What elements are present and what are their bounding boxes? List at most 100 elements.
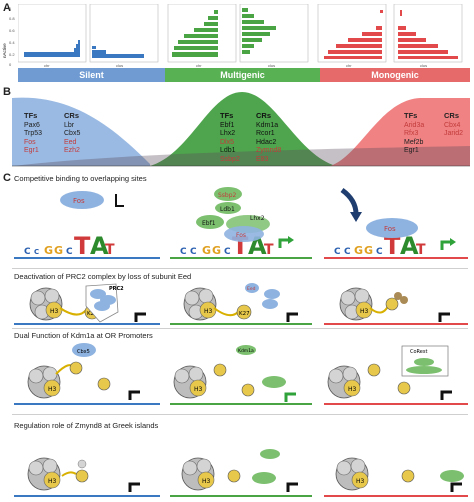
ebf1-label: Ebf1 [202,220,216,227]
fos-label-2: Fos [236,232,246,239]
rcor1-protein [414,358,434,366]
down-arrowhead-3 [350,212,362,222]
section-title-competitive-binding: Competitive binding to overlapping sites [14,174,147,183]
svg-text:CoRest: CoRest [410,349,427,355]
motif-logo-1: C C G G C T A T [24,232,115,260]
cr-item: Rcor1 [256,130,275,138]
cr-item: Ezh2 [64,147,80,155]
svg-text:Kdm1a: Kdm1a [238,348,254,354]
kdm5a-protein [260,449,280,459]
svg-text:C: C [190,247,197,257]
svg-text:G: G [44,244,53,257]
silent-tf-list: TFs Pax6 Trp53 Fos Egr1 [24,111,43,156]
lhx2-label: Lhx2 [250,215,265,222]
svg-text:K27: K27 [239,311,250,317]
svg-text:Cbx5: Cbx5 [77,349,90,355]
svg-text:G: G [202,244,211,257]
section-title-kdm1a: Dual Function of Kdm1a at OR Promoters [14,331,153,340]
curve-silent [12,97,150,166]
mono-tf-list: TFs Arid3a Rfx3 Mef2b Egr1 [404,111,425,156]
k9-residue-2 [213,363,227,377]
x-label-mono-chr: chr [346,63,352,68]
section-separator [12,268,468,269]
svg-text:H3: H3 [48,386,57,393]
k4-residue-3 [397,381,411,395]
y-tick: 0 [9,62,12,67]
x-label-silent-chr: chr [44,63,50,68]
kdm6a-protein [262,376,286,388]
svg-text:T: T [74,232,91,260]
hist-bars-mono-chr [324,10,383,59]
promoter-arrowhead-3 [450,238,456,246]
curve-background [12,146,470,166]
svg-text:G: G [364,244,373,257]
svg-text:A: A [90,232,109,260]
section-separator [12,328,468,329]
k4-residue-2 [241,383,255,397]
zmynd8-protein-2 [440,470,464,482]
tf-item: Arid3a [404,121,425,129]
cr-item: Lbr [64,121,75,129]
prc2-label: PRC2 [109,286,124,292]
svg-text:H3: H3 [348,386,357,393]
x-label-multi-chr: chr [196,63,202,68]
cr-header: CRs [64,111,80,120]
svg-text:A: A [400,232,419,260]
y-tick: 0.6 [9,28,15,33]
y-tick: 0.2 [9,52,15,57]
nucleosome-s4-3: H3 [335,457,369,491]
y-tick: 0.4 [9,40,15,45]
tf-item: Trp53 [24,130,43,138]
down-arrow-3 [340,187,359,215]
section-title-zmynd8: Regulation role of Zmynd8 at Greek islan… [14,421,159,430]
fos-protein-2 [224,226,264,242]
cr-item: Zymnd8 [256,147,282,155]
nucleosome-1: H3 [29,287,63,321]
tf-item: Fos [24,138,36,146]
band-silent: Silent [18,68,165,82]
promoter-arrow-2 [278,238,290,248]
svg-text:C: C [224,247,231,257]
promoter-arrow-s2-3 [438,312,450,322]
ssbp2-protein [214,187,242,201]
promoter-arrow-3 [440,240,452,250]
y-tick: 0.8 [9,16,15,21]
nucleosome-2: H3 [183,287,217,321]
section3-diagram: H3 Cbx5 H3 Kdm1a H3 CoRest [14,343,468,405]
y-tick: 1 [9,6,12,11]
cr-header: CRs [444,111,460,120]
hist-bars-mono-clus [398,10,458,59]
hist-bars-multi-chr [172,10,218,57]
svg-text:G: G [354,244,363,257]
panel-b-letter: B [3,86,11,98]
promoter-arrowhead-2 [288,236,294,244]
ezh2-subunit-2 [262,299,278,309]
svg-text:T: T [264,242,274,258]
panel-b-curves [12,92,470,167]
svg-text:T: T [416,242,426,258]
me-mark-3b [400,296,408,304]
curve-multigenic [150,92,336,166]
nucleosome-3: H3 [339,287,373,321]
ezh2-subunit-1 [94,301,110,311]
me-mark-s4-1 [77,459,87,469]
cr-item: Cbx5 [64,130,81,138]
promoter-arrow-s4-2 [286,482,298,492]
promoter-arrow-s3-3 [440,390,452,400]
svg-text:Eed: Eed [247,286,256,292]
multi-tf-list: TFs Ebf1 Lhx2 Dlx5 Ldb1 Ssbp2 [220,111,240,165]
svg-text:H3: H3 [48,478,57,485]
cr-header: CRs [256,111,272,120]
kdm1a-protein [236,345,256,355]
x-label-multi-clus: clus [268,63,276,68]
section-title-prc2: Deactivation of PRC2 complex by loss of … [14,272,192,281]
k27-residue-3 [385,297,399,311]
tf-item: Ssbp2 [220,155,240,163]
promoter-arrow-s2-2 [286,312,298,322]
promoter-arrow-s4-3 [450,482,462,492]
cr-item: Kdm1a [256,121,279,129]
section1-diagram: C C G G C T A T Fos C C G G C T A T Ssbp… [14,187,468,260]
ldb1-label: Ldb1 [220,206,235,213]
tf-item: Egr1 [404,147,419,155]
section2-diagram: H3 K27 PRC2 H3 K27 Eed H3 [14,283,468,325]
